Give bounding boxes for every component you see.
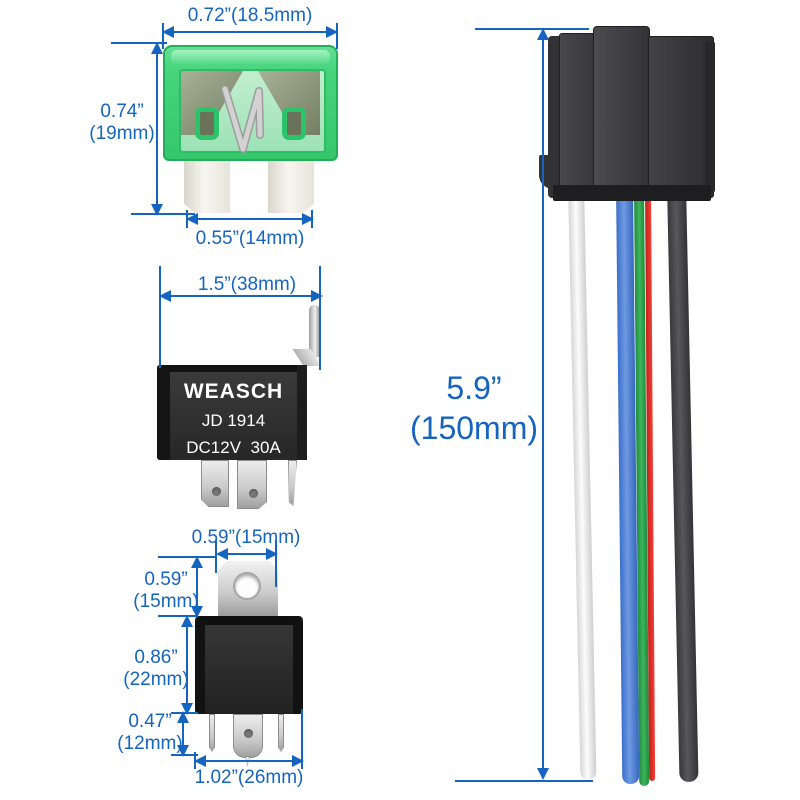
harness-length-label-1: 5.9” (446, 370, 502, 406)
wire-white (568, 183, 597, 781)
fuse-element-wire (221, 85, 264, 153)
fuse-height-label-2: (19mm) (89, 123, 155, 144)
fuse-width-tick-left (162, 23, 164, 49)
fuse-top-cap (171, 50, 330, 64)
relay-pin-1-hole (212, 487, 221, 496)
fuse-height-label-1: 0.74” (100, 101, 144, 122)
relay-body: WEASCH JD 1914 DC12V 30A (157, 365, 307, 460)
socket-bottom-band (553, 185, 711, 201)
relay-pin-2 (237, 460, 267, 509)
relay-side-body (195, 616, 303, 714)
relay-label-face: WEASCH JD 1914 DC12V 30A (170, 372, 297, 460)
harness-length-tick-top (475, 28, 589, 30)
harness-length-label-2: (150mm) (409, 410, 538, 446)
relay-side-width-tick-left (194, 752, 196, 769)
relay-side-tick-b (158, 615, 198, 617)
fuse-terminal-tick-right (311, 210, 313, 228)
relay-body-left-edge (157, 365, 170, 460)
fuse-width-dimension-line (162, 26, 338, 38)
relay-side-width-tick-right (301, 709, 303, 769)
relay-pin-3 (288, 460, 297, 506)
relay-body-right-edge (297, 365, 307, 460)
relay-pin-1 (201, 460, 229, 507)
socket-panel-b (593, 26, 650, 193)
wire-black (667, 183, 699, 783)
relay-illustration: WEASCH JD 1914 DC12V 30A (157, 303, 327, 509)
relay-side-body-top (197, 616, 301, 625)
relay-pin-2-hole (249, 489, 258, 498)
relay-side-mounting-hole (233, 572, 261, 600)
fuse-terminal-dimension-line (186, 213, 314, 225)
relay-side-pin-height-label-1: 0.47” (128, 711, 172, 732)
harness-length-line (537, 28, 549, 780)
relay-rating-text: DC12V 30A (186, 438, 281, 457)
relay-body-top-edge (157, 365, 307, 372)
fuse-shell (163, 45, 338, 161)
relay-side-tick-a (158, 556, 215, 558)
relay-width-tick-left (159, 266, 161, 368)
relay-side-width-line (194, 755, 304, 767)
relay-brand-text: WEASCH (183, 380, 284, 403)
relay-side-bracket-tick-right (275, 540, 277, 587)
relay-mounting-tab (309, 305, 320, 357)
relay-model-text: JD 1914 (201, 411, 266, 430)
fuse-slot-left (195, 107, 219, 140)
relay-side-bracket-height-label-2: (15mm) (133, 591, 199, 612)
relay-side-width-label: 1.02”(26mm) (194, 767, 304, 788)
fuse-height-tick-top (111, 42, 167, 44)
fuse-terminal-tick-left (186, 210, 188, 228)
relay-side-body-left-flange (195, 620, 205, 714)
relay-side-tick-d (171, 754, 198, 756)
relay-side-body-height-label-1: 0.86” (134, 647, 178, 668)
fuse-slot-right (282, 107, 306, 140)
fuse-height-tick-bottom (131, 213, 195, 215)
relay-width-label: 1.5”(38mm) (197, 274, 297, 295)
relay-side-pin-center-hole (244, 729, 253, 738)
fuse-terminal-left (184, 155, 230, 213)
relay-side-bracket-width-label: 0.59”(15mm) (191, 527, 301, 548)
fuse-height-dimension-line (151, 42, 163, 216)
relay-side-body-height-label-2: (22mm) (123, 669, 189, 690)
relay-width-tick-right (319, 266, 321, 370)
fuse-width-label: 0.72”(18.5mm) (187, 5, 313, 26)
relay-side-body-right-flange (293, 620, 303, 714)
blade-fuse-illustration (163, 45, 338, 215)
fuse-terminal-label: 0.55”(14mm) (195, 228, 305, 249)
harness-length-tick-bottom (455, 780, 593, 782)
relay-side-pin-center (233, 714, 263, 758)
fuse-width-tick-right (336, 23, 338, 49)
relay-side-pin-height-label-2: (12mm) (117, 733, 183, 754)
relay-side-pin-left (209, 714, 215, 752)
socket-panel-a (559, 33, 596, 191)
relay-side-body-face (205, 625, 293, 714)
fuse-terminal-right (268, 155, 314, 213)
socket-right-strip (705, 41, 715, 193)
relay-side-bracket-tick-left (215, 540, 217, 573)
relay-side-bracket-width-line (216, 548, 278, 560)
socket-left-strip (548, 39, 559, 161)
relay-side-bracket-height-label-1: 0.59” (144, 569, 188, 590)
socket-panel-c (648, 36, 714, 198)
relay-side-pin-right (278, 714, 284, 752)
